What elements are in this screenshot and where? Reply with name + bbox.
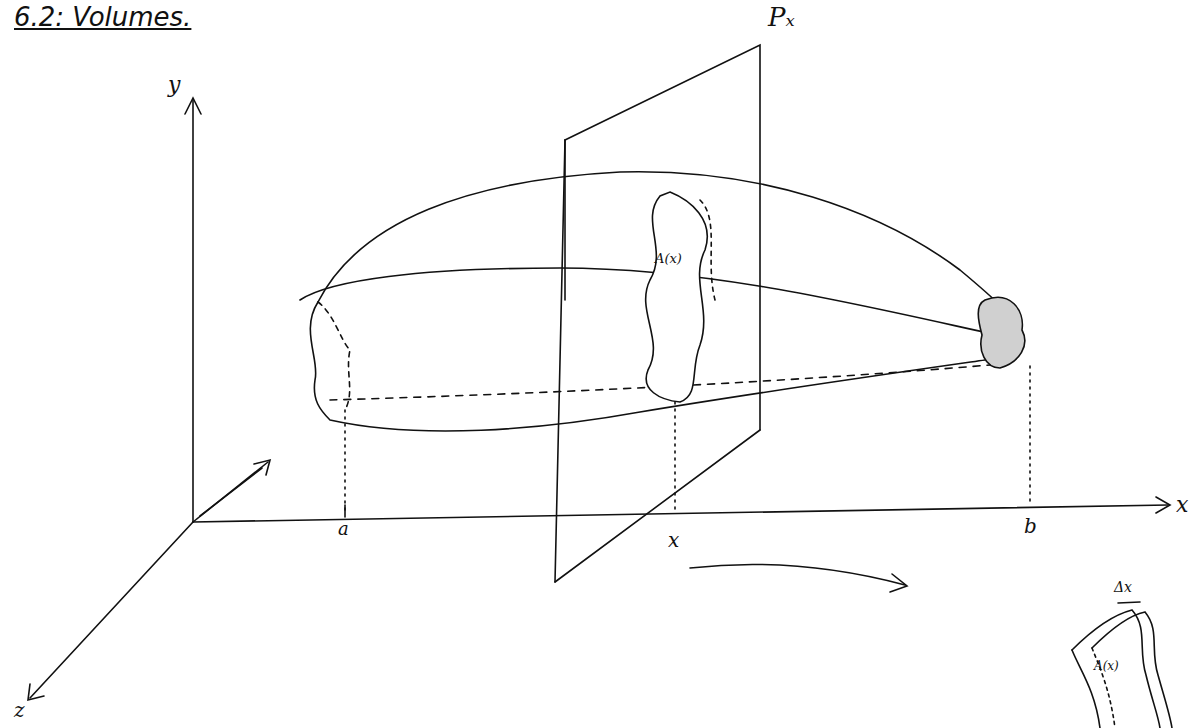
area-label: A(x) xyxy=(655,252,682,265)
bound-label: b xyxy=(1024,516,1037,536)
axis-label: x xyxy=(1176,494,1188,516)
axis-label: z xyxy=(14,700,25,720)
area-label: A(x) xyxy=(1094,660,1119,672)
section-title: 6.2: Volumes. xyxy=(14,2,191,32)
axis-label: y xyxy=(168,74,180,96)
plane-label: Pₓ xyxy=(768,4,795,30)
bound-label: a xyxy=(338,520,349,538)
width-label: Δx xyxy=(1114,580,1132,594)
point-label: x xyxy=(668,530,679,550)
